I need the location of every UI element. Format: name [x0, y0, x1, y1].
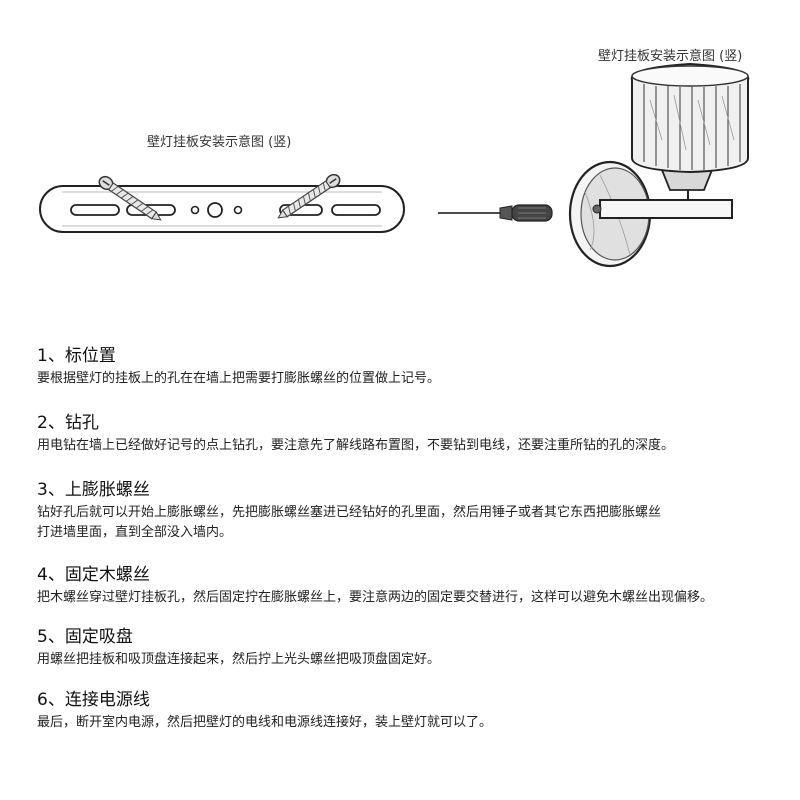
step-description: 把木螺丝穿过壁灯挂板孔，然后固定拧在膨胀螺丝上，要注意两边的固定要交替进行，这样…	[37, 590, 714, 605]
step-title: 4、固定木螺丝	[37, 565, 150, 585]
step-6: 6、连接电源线 最后，断开室内电源，然后把壁灯的电线和电源线连接好，装上壁灯就可…	[37, 689, 797, 733]
step-title: 3、上膨胀螺丝	[37, 480, 150, 500]
lamp-holder	[660, 169, 714, 191]
step-2: 2、钻孔 用电钻在墙上已经做好记号的点上钻孔，要注意先了解线路布置图，不要钻到电…	[37, 412, 797, 456]
mounting-plate	[39, 185, 405, 233]
step-description: 钻好孔后就可以开始上膨胀螺丝，先把膨胀螺丝塞进已经钻好的孔里面，然后用锤子或者其…	[37, 505, 662, 520]
wall-lamp-caption: 壁灯挂板安装示意图 (竖)	[598, 49, 743, 64]
mounting-plate-caption: 壁灯挂板安装示意图 (竖)	[147, 135, 292, 150]
lamp-arm	[599, 199, 733, 219]
step-1: 1、标位置 要根据壁灯的挂板上的孔在在墙上把需要打膨胀螺丝的位置做上记号。	[37, 345, 797, 389]
step-description: 用螺丝把挂板和吸顶盘连接起来，然后拧上光头螺丝把吸顶盘固定好。	[37, 652, 441, 667]
step-title: 1、标位置	[37, 346, 116, 366]
installation-illustration	[39, 62, 750, 268]
step-3: 3、上膨胀螺丝 钻好孔后就可以开始上膨胀螺丝，先把膨胀螺丝塞进已经钻好的孔里面，…	[37, 479, 797, 543]
slot-hole-1	[70, 204, 120, 216]
step-title: 5、固定吸盘	[37, 627, 133, 647]
screwdriver	[438, 204, 553, 222]
step-description: 用电钻在墙上已经做好记号的点上钻孔，要注意先了解线路布置图，不要钻到电线，还要注…	[37, 438, 675, 453]
step-description: 最后，断开室内电源，然后把壁灯的电线和电源线连接好，装上壁灯就可以了。	[37, 715, 493, 730]
step-description-line-2: 打进墙里面，直到全部没入墙内。	[37, 525, 233, 540]
round-hole-2	[233, 205, 243, 215]
step-title: 2、钻孔	[37, 413, 99, 433]
step-description: 要根据壁灯的挂板上的孔在在墙上把需要打膨胀螺丝的位置做上记号。	[37, 371, 441, 386]
step-5: 5、固定吸盘 用螺丝把挂板和吸顶盘连接起来，然后拧上光头螺丝把吸顶盘固定好。	[37, 626, 797, 670]
slot-hole-4	[331, 204, 381, 216]
center-hole	[207, 202, 223, 218]
screw-right	[277, 173, 341, 219]
screw-left	[98, 175, 162, 221]
step-4: 4、固定木螺丝 把木螺丝穿过壁灯挂板孔，然后固定拧在膨胀螺丝上，要注意两边的固定…	[37, 564, 797, 608]
wall-lamp	[568, 62, 750, 268]
round-hole-1	[190, 205, 200, 215]
step-title: 6、连接电源线	[37, 690, 150, 710]
